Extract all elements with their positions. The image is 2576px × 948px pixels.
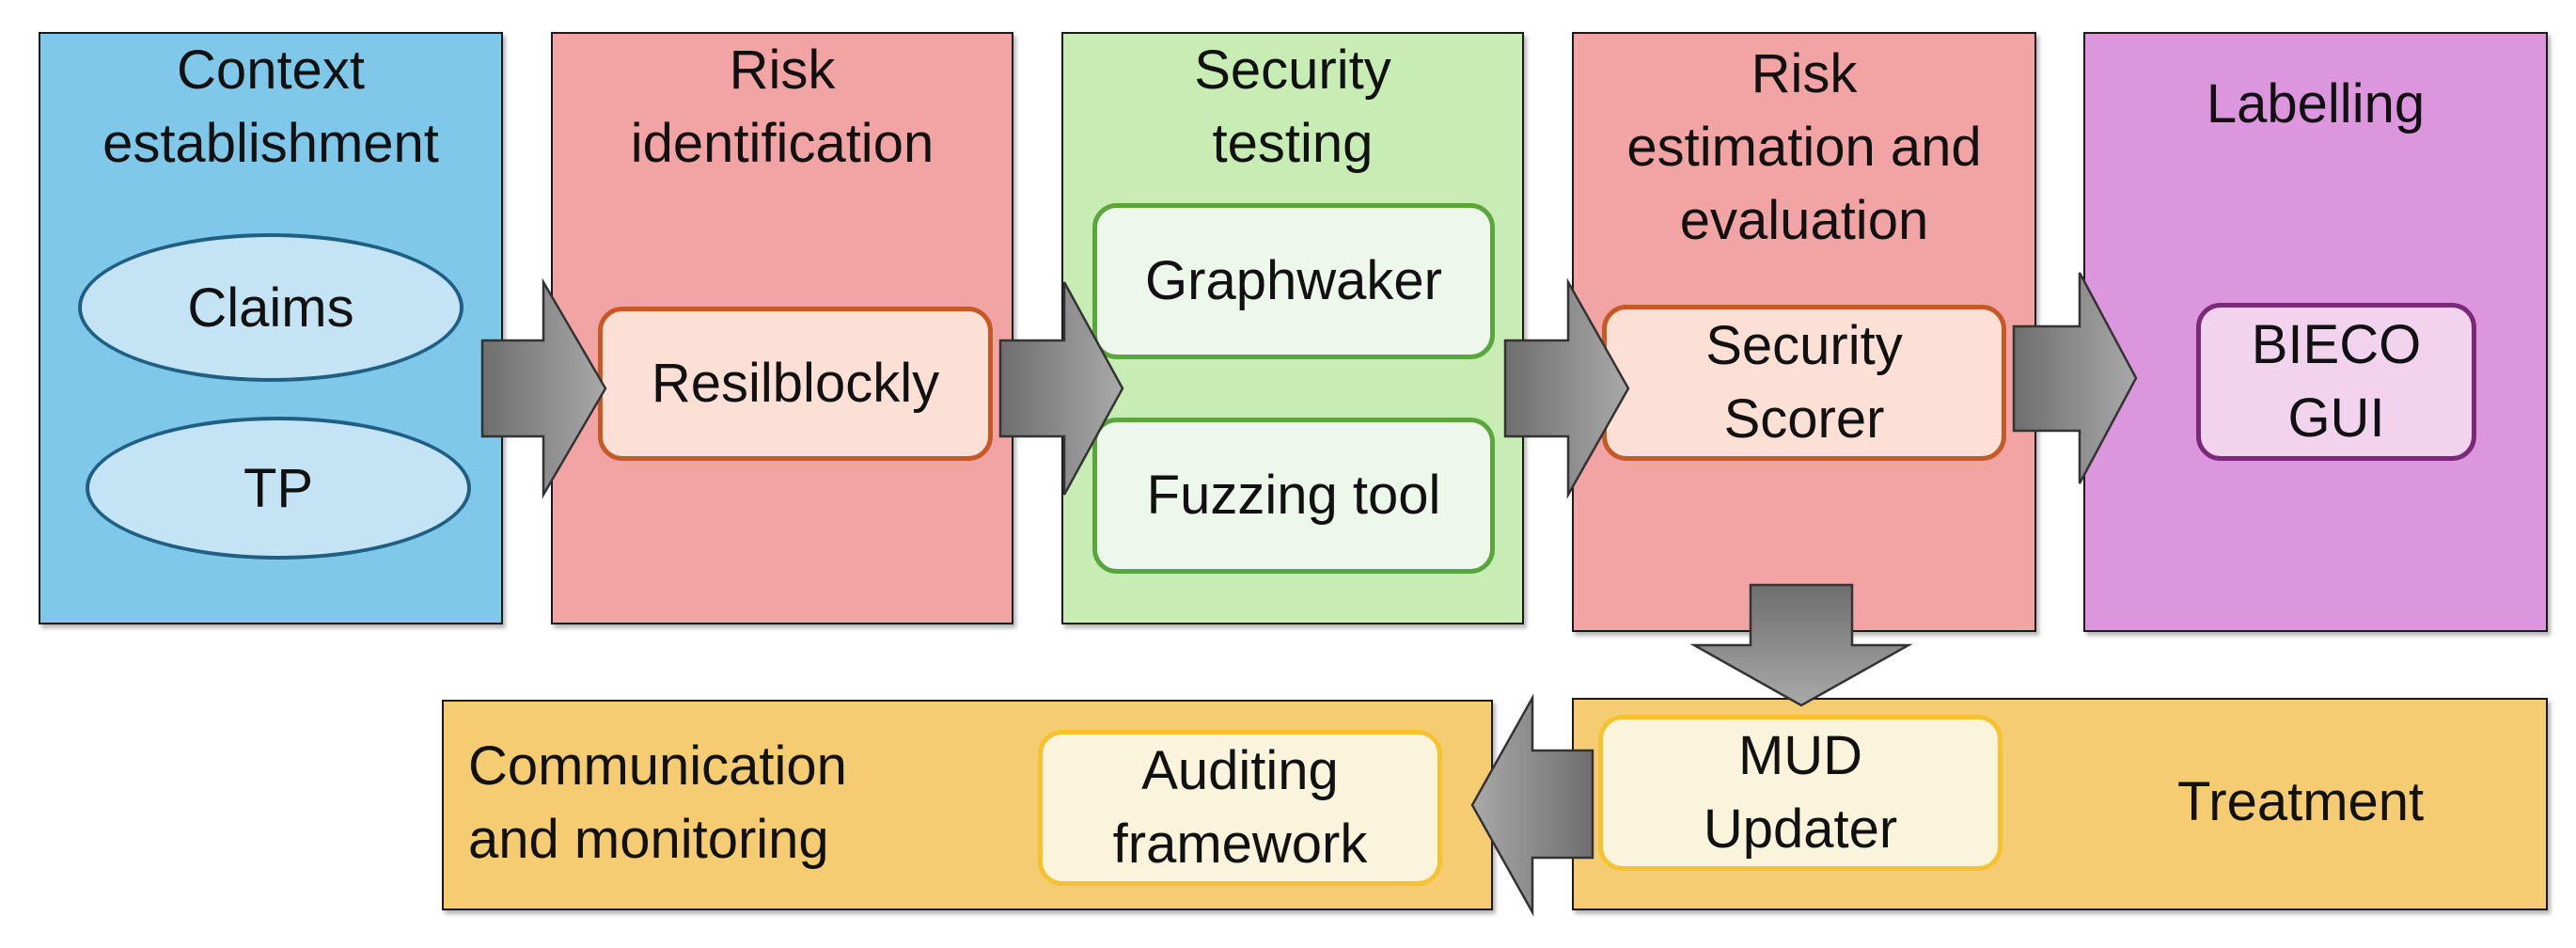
graphwaker-tool: Graphwaker xyxy=(1092,203,1495,359)
arrow-testing-to-estimation xyxy=(1503,277,1630,499)
arrow-context-to-risk xyxy=(480,277,607,499)
arrow-treatment-to-communication xyxy=(1470,693,1594,917)
communication-title: Communication and monitoring xyxy=(468,735,847,870)
stage-title: Context establishment xyxy=(102,40,439,174)
bieco-gui-tool: BIECO GUI xyxy=(2196,303,2476,461)
auditing-framework-tool: Auditing framework xyxy=(1038,730,1442,886)
stage-title: Labelling xyxy=(2206,73,2426,134)
arrow-risk-to-testing xyxy=(998,281,1124,496)
fuzzing-tool: Fuzzing tool xyxy=(1092,418,1495,574)
tp-ellipse: TP xyxy=(86,417,471,560)
mud-updater-tool: MUD Updater xyxy=(1598,715,2003,871)
stage-title: Security testing xyxy=(1194,40,1391,174)
stage-title: Risk identification xyxy=(630,40,935,174)
security-scorer-tool: Security Scorer xyxy=(1602,305,2006,461)
claims-ellipse: Claims xyxy=(78,233,463,382)
resilblockly-tool: Resilblockly xyxy=(598,307,993,461)
stage-title: Risk estimation and evaluation xyxy=(1626,43,1982,251)
arrow-estimation-to-labelling xyxy=(2012,272,2138,484)
arrow-estimation-to-treatment xyxy=(1689,583,1913,707)
treatment-title: Treatment xyxy=(2177,771,2425,832)
